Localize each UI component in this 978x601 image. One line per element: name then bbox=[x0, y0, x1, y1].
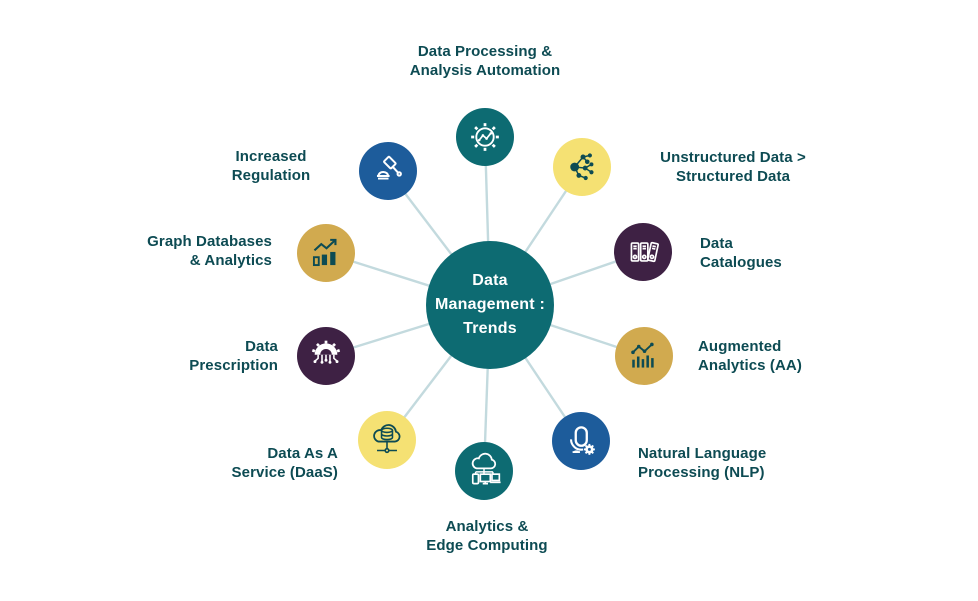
node-label-line: Regulation bbox=[231, 167, 311, 184]
cloud-devices-icon bbox=[471, 452, 501, 485]
gavel-icon bbox=[376, 155, 402, 180]
node-label-line: Data As A bbox=[267, 445, 338, 462]
node-circle bbox=[456, 108, 514, 166]
node-circle bbox=[297, 327, 355, 385]
node-circle bbox=[553, 138, 611, 196]
node-label-line: Analytics & bbox=[445, 518, 529, 535]
node-label-line: Increased bbox=[235, 148, 307, 165]
gear-analytics-icon bbox=[471, 123, 499, 151]
node-label-line: Graph Databases bbox=[147, 233, 272, 250]
network-nodes-icon bbox=[570, 153, 594, 181]
bar-chart-arrow-icon bbox=[312, 238, 337, 267]
node-label-line: Catalogues bbox=[700, 254, 782, 271]
node-circle bbox=[552, 412, 610, 470]
gear-circuit-icon bbox=[311, 340, 341, 364]
node-label: Data As A Service (DaaS) bbox=[98, 444, 338, 482]
center-title-line: Management : bbox=[435, 296, 545, 313]
node-label-line: Natural Language bbox=[638, 445, 767, 462]
node-label-line: Data Processing & bbox=[417, 43, 553, 60]
node-circle bbox=[359, 142, 417, 200]
center-title-line: Trends bbox=[463, 320, 517, 337]
node-circle bbox=[614, 223, 672, 281]
node-label-line: Structured Data bbox=[675, 168, 791, 185]
node-label-line: Analytics (AA) bbox=[698, 357, 802, 374]
node-label-line: Processing (NLP) bbox=[638, 464, 765, 481]
node-label-line: Augmented bbox=[698, 338, 782, 355]
binders-icon bbox=[630, 241, 659, 263]
cloud-database-icon bbox=[373, 424, 401, 454]
center-title-line: Data bbox=[472, 272, 508, 289]
node-label-line: Edge Computing bbox=[426, 537, 548, 554]
node-label-line: Prescription bbox=[189, 357, 278, 374]
node-label-line: Unstructured Data > bbox=[660, 149, 806, 166]
node-label: Data Processing & Analysis Automation bbox=[355, 42, 615, 80]
microphone-gear-icon bbox=[569, 426, 595, 455]
node-label: Graph Databases & Analytics bbox=[52, 232, 272, 270]
node-label-line: Analysis Automation bbox=[409, 62, 561, 79]
node-label-line: Data bbox=[245, 338, 278, 355]
node-circle bbox=[455, 442, 513, 500]
node-circle bbox=[297, 224, 355, 282]
node-circle bbox=[615, 327, 673, 385]
line-bar-chart-icon bbox=[631, 342, 654, 368]
node-circle bbox=[358, 411, 416, 469]
node-label-line: Service (DaaS) bbox=[231, 464, 338, 481]
node-label: Unstructured Data > Structured Data bbox=[623, 148, 843, 186]
node-label: Analytics & Edge Computing bbox=[367, 517, 607, 555]
node-label-line: Data bbox=[700, 235, 733, 252]
node-label-line: & Analytics bbox=[189, 252, 272, 269]
center-hub: Data Management : Trends bbox=[426, 241, 554, 369]
